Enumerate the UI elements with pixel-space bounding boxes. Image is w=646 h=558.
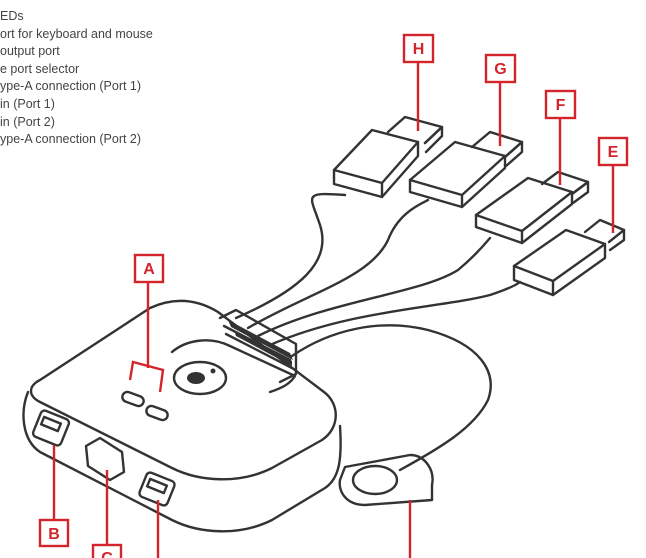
callout-e: E: [597, 136, 629, 167]
callout-h-text: H: [413, 41, 425, 58]
cable-g: [246, 198, 430, 330]
callout-f-text: F: [556, 97, 566, 114]
legend-item: e port selector: [0, 61, 80, 76]
connector-g: [408, 130, 524, 209]
callout-c-text: C: [101, 550, 113, 558]
ring-clip: [338, 453, 434, 507]
cable-h: [234, 192, 347, 320]
legend-item: EDs: [0, 9, 24, 23]
cable-e: [268, 280, 522, 347]
leader-a: [128, 282, 165, 393]
callout-g-text: G: [494, 61, 506, 78]
cable-f: [256, 236, 492, 338]
callout-e-text: E: [608, 144, 619, 161]
callout-b: B: [38, 518, 70, 548]
logo-button: [172, 360, 228, 396]
legend-item: ype-A connection (Port 1): [0, 79, 142, 94]
callout-a: A: [133, 253, 165, 284]
legend-item: ype-A connection (Port 2): [0, 132, 142, 147]
strain-relief-ridges: [228, 320, 293, 366]
legend-item: ort for keyboard and mouse: [0, 26, 153, 41]
legend-item: output port: [0, 44, 60, 59]
callout-c: C: [91, 543, 123, 558]
connector-f: [474, 170, 590, 245]
legend-item: in (Port 1): [0, 96, 55, 111]
legend-item: in (Port 2): [0, 114, 55, 129]
connector-h: [332, 115, 444, 199]
callout-h: H: [402, 33, 435, 64]
callout-f: F: [544, 89, 577, 120]
callout-a-text: A: [143, 261, 155, 278]
logo-icon: [187, 368, 216, 384]
callout-g: G: [484, 53, 517, 84]
cable-ring: [290, 324, 492, 472]
callout-b-text: B: [48, 526, 60, 543]
legend-list: EDs ort for keyboard and mouse output po…: [0, 8, 153, 149]
connector-e: [512, 218, 626, 297]
